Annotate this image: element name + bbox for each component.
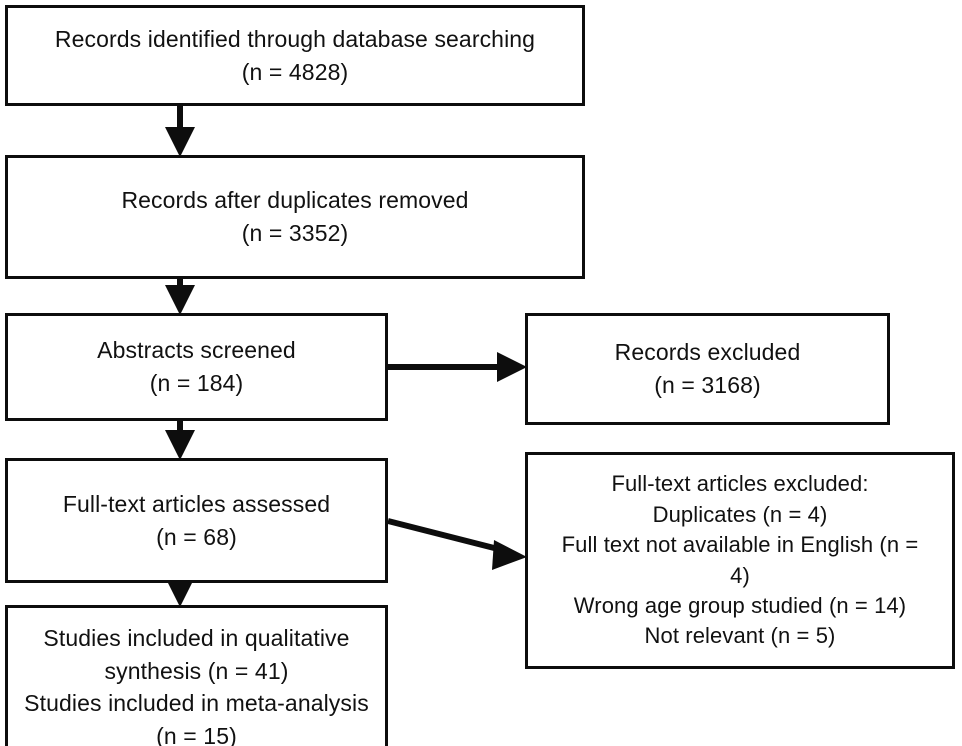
node-line-count: (n = 184) <box>149 370 244 396</box>
node-line-reason-not-relevant: Not relevant (n = 5) <box>644 623 836 649</box>
arrow-duplicates-to-abstracts <box>165 279 195 315</box>
node-line: Abstracts screened <box>97 337 296 364</box>
node-line-count: (n = 68) <box>156 523 237 550</box>
node-studies-included: Studies included in qualitative synthesi… <box>5 605 388 746</box>
node-line-count: (n = 3168) <box>654 372 761 398</box>
node-line: Records identified through database sear… <box>54 25 536 52</box>
node-full-text-articles-excluded: Full-text articles excluded: Duplicates … <box>525 452 955 669</box>
arrow-fulltext-to-fulltext-excluded <box>387 518 527 570</box>
node-line-count: (n = 3352) <box>241 220 349 246</box>
node-full-text-articles-assessed: Full-text articles assessed (n = 68) <box>5 458 388 583</box>
node-line: Records after duplicates removed <box>121 187 469 214</box>
node-line: Full-text articles assessed <box>62 490 331 517</box>
node-line-meta-analysis-count: (n = 15) <box>156 722 237 746</box>
node-line-qualitative: Studies included in qualitative <box>43 625 350 651</box>
arrow-abstracts-to-records-excluded <box>388 352 527 382</box>
node-records-excluded: Records excluded (n = 3168) <box>525 313 890 425</box>
node-line: Records excluded <box>614 339 801 366</box>
node-line-meta-analysis: Studies included in meta-analysis <box>24 690 369 717</box>
arrow-identified-to-duplicates <box>165 106 195 157</box>
node-records-after-duplicates-removed: Records after duplicates removed (n = 33… <box>5 155 585 279</box>
node-line-reason-age-group: Wrong age group studied (n = 14) <box>573 592 907 618</box>
arrow-abstracts-to-fulltext <box>165 421 195 460</box>
node-line-reason-language-wrap: 4) <box>730 562 750 588</box>
node-line-qualitative-count: synthesis (n = 41) <box>104 657 289 684</box>
node-line-reason-language: Full text not available in English (n = <box>561 532 919 558</box>
node-line-count: (n = 4828) <box>241 58 349 85</box>
node-abstracts-screened: Abstracts screened (n = 184) <box>5 313 388 421</box>
node-line-heading: Full-text articles excluded: <box>611 471 869 497</box>
node-line-reason-duplicates: Duplicates (n = 4) <box>652 501 828 527</box>
node-records-identified: Records identified through database sear… <box>5 5 585 106</box>
